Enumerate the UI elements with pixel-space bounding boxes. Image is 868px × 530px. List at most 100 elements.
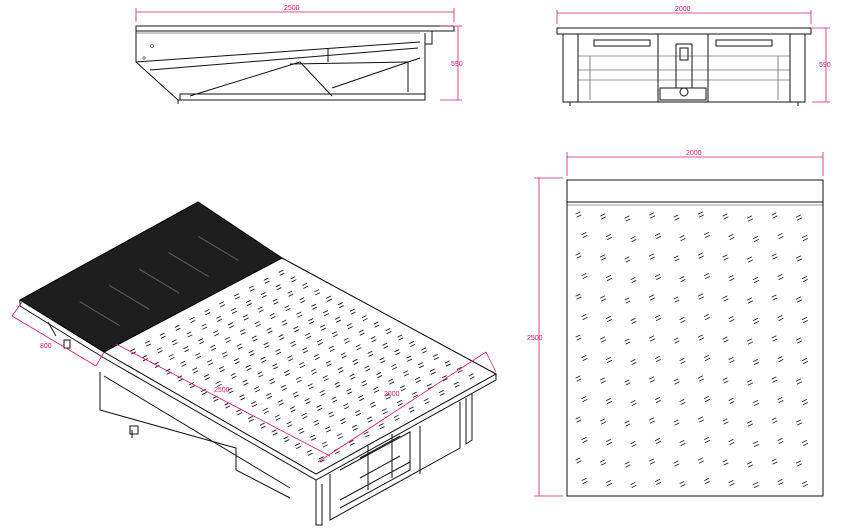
tread-mark — [777, 479, 784, 485]
iso-tread-mark — [348, 439, 355, 446]
iso-tread-mark — [310, 434, 317, 441]
tread-mark — [575, 211, 582, 218]
tread-mark — [581, 273, 588, 279]
front-view: 2000 590 — [556, 6, 831, 106]
tread-mark — [777, 274, 784, 280]
iso-tread-mark — [263, 342, 270, 349]
iso-tread-mark — [328, 411, 335, 418]
tread-mark — [802, 276, 808, 282]
iso-tread-mark — [213, 330, 220, 337]
tread-mark — [771, 294, 778, 301]
iso-tread-mark — [287, 290, 294, 297]
iso-tread-mark — [227, 387, 234, 394]
iso-tread-mark — [331, 396, 338, 403]
iso-tread-mark — [340, 418, 347, 425]
iso-tread-mark — [236, 409, 243, 416]
iso-tread-mark — [379, 357, 386, 364]
iso-tread-mark — [216, 315, 223, 322]
iso-tread-mark — [319, 390, 326, 396]
iso-tread-mark — [358, 329, 365, 336]
iso-tread-mark — [304, 398, 311, 405]
tread-mark — [649, 253, 655, 260]
iso-tread-mark — [278, 334, 285, 341]
iso-tread-mark — [361, 315, 368, 322]
iso-tread-mark — [403, 370, 410, 377]
iso-tread-mark — [145, 340, 151, 347]
iso-tread-mark — [248, 350, 255, 357]
iso-tread-mark — [283, 436, 290, 443]
iso-tread-mark — [251, 335, 258, 342]
iso-tread-mark — [218, 366, 225, 373]
iso-tread-mark — [302, 347, 309, 354]
tread-mark — [606, 357, 612, 363]
tread-mark — [581, 232, 588, 238]
iso-tread-mark — [388, 378, 395, 385]
tread-mark — [753, 236, 759, 242]
iso-tread-mark — [399, 385, 406, 392]
iso-tread-mark — [346, 388, 353, 395]
tread-mark — [777, 233, 784, 239]
iso-tread-mark — [370, 401, 376, 408]
tread-mark — [728, 439, 735, 445]
iso-tread-mark — [254, 386, 261, 393]
tread-mark — [753, 318, 759, 324]
iso-tread-mark — [313, 419, 320, 426]
iso-tread-mark — [207, 359, 213, 366]
iso-tread-mark — [171, 339, 178, 346]
iso-tread-mark — [334, 381, 341, 388]
iso-tread-mark — [364, 365, 371, 372]
tread-mark — [679, 399, 686, 405]
iso-tread-mark — [290, 340, 297, 347]
tread-mark — [796, 378, 802, 385]
iso-tread-mark — [290, 276, 297, 283]
tread-mark — [581, 355, 588, 361]
tread-mark — [624, 420, 631, 427]
tread-mark — [655, 397, 661, 403]
iso-tread-mark — [245, 299, 252, 306]
iso-tread-mark — [292, 391, 299, 398]
tread-mark — [777, 356, 784, 362]
tread-mark — [722, 336, 729, 343]
iso-tread-mark — [274, 414, 281, 421]
tread-mark — [630, 400, 637, 406]
iso-tread-mark — [159, 332, 166, 339]
iso-tread-mark — [233, 358, 240, 365]
iso-tread-mark — [441, 375, 448, 382]
tread-mark — [698, 211, 704, 218]
iso-tread-mark — [373, 386, 380, 393]
iso-tread-mark — [331, 331, 338, 338]
iso-tread-mark — [260, 356, 267, 363]
iso-lip-dim: 800 — [40, 343, 52, 350]
iso-tread-mark — [245, 364, 252, 371]
iso-tread-mark — [248, 415, 254, 422]
iso-tread-mark — [299, 362, 305, 368]
iso-tread-mark — [373, 321, 380, 328]
iso-tread-mark — [323, 310, 330, 317]
iso-tread-mark — [278, 269, 285, 276]
iso-tread-mark — [271, 429, 278, 436]
iso-tread-mark — [322, 375, 329, 382]
iso-tread-mark — [263, 277, 270, 284]
front-height-dim: 590 — [819, 62, 831, 69]
iso-tread-mark — [393, 414, 400, 421]
iso-tread-mark — [269, 313, 276, 320]
tread-mark — [722, 418, 729, 425]
iso-tread-mark — [257, 306, 264, 313]
iso-tread-mark — [418, 362, 424, 369]
top-view: 2000 2500 — [527, 150, 824, 497]
iso-tread-mark — [156, 347, 163, 354]
iso-tread-mark — [198, 338, 205, 345]
iso-tread-mark — [311, 303, 318, 310]
iso-tread-mark — [349, 308, 356, 315]
iso-tread-mark — [295, 442, 302, 449]
tread-mark — [600, 213, 606, 220]
tread-mark — [698, 375, 704, 382]
iso-tread-mark — [355, 344, 362, 351]
tread-mark — [624, 461, 631, 468]
iso-tread-mark — [411, 391, 418, 398]
tread-mark — [704, 478, 710, 484]
tread-mark — [796, 460, 802, 467]
tread-mark — [606, 275, 612, 281]
iso-tread-mark — [189, 317, 196, 323]
